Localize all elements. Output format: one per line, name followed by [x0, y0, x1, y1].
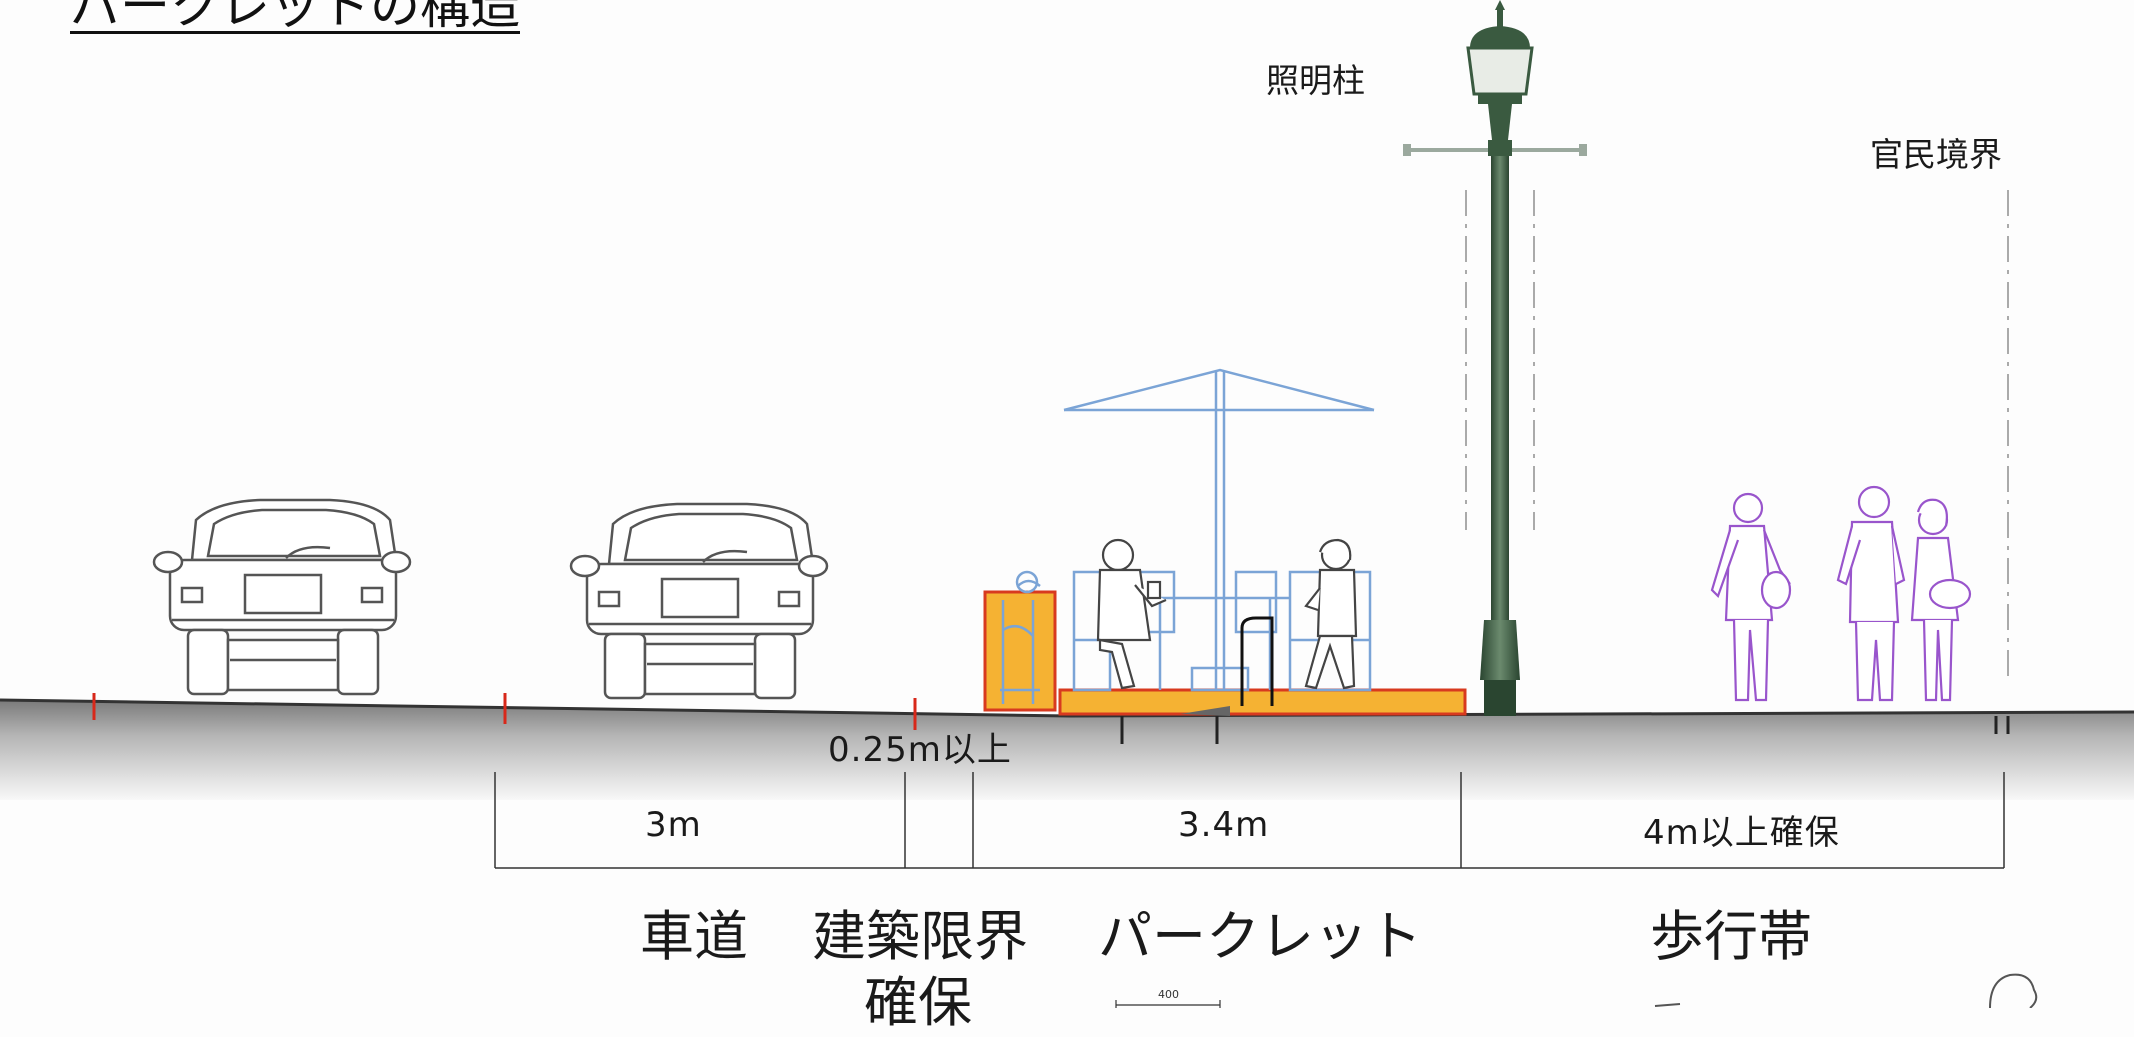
- bike-rack: [1240, 616, 1274, 706]
- zone-parklet-label: パークレット: [1098, 905, 1422, 968]
- scale-bar: [1115, 1000, 1221, 1008]
- pedestrian-middle: [1836, 485, 1906, 702]
- sidewalk-width-label: 4m以上確保: [1643, 813, 1840, 853]
- car-right: [569, 502, 829, 700]
- zone-sidewalk-label: 歩行帯: [1650, 905, 1812, 968]
- lamp-post-label: 照明柱: [1266, 61, 1365, 100]
- cross-section-diagram: [0, 0, 2134, 1008]
- ground: [0, 698, 2134, 800]
- road-marker-ticks: [92, 693, 917, 730]
- car-left: [152, 498, 412, 696]
- boundary-line: [1994, 190, 2010, 734]
- clearance-min-label: 0.25m以上: [828, 730, 1012, 770]
- parklet-width-label: 3.4m: [1178, 805, 1270, 845]
- diagram-title: パークレットの構造: [70, 0, 520, 35]
- roadway-width-label: 3m: [645, 805, 702, 845]
- zone-clearance-label-line2: 確保: [864, 971, 972, 1034]
- scale-value: 400: [1158, 988, 1179, 1001]
- parasol: [1063, 368, 1375, 692]
- parklet-planter-barrier: [983, 570, 1057, 712]
- corner-sketch: [1654, 973, 2038, 1008]
- boundary-label: 官民境界: [1870, 135, 2002, 174]
- pedestrian-right: [1910, 498, 1972, 702]
- lamp-post: [1403, 0, 1587, 716]
- dimension-lines: [494, 772, 2005, 869]
- seated-person-left: [1096, 538, 1167, 690]
- zone-clearance-label: 建築限界: [812, 905, 1028, 968]
- pedestrian-left: [1710, 492, 1792, 702]
- seated-person-right: [1304, 538, 1358, 690]
- pedestrians: [1710, 485, 1972, 702]
- zone-roadway-label: 車道: [640, 905, 748, 968]
